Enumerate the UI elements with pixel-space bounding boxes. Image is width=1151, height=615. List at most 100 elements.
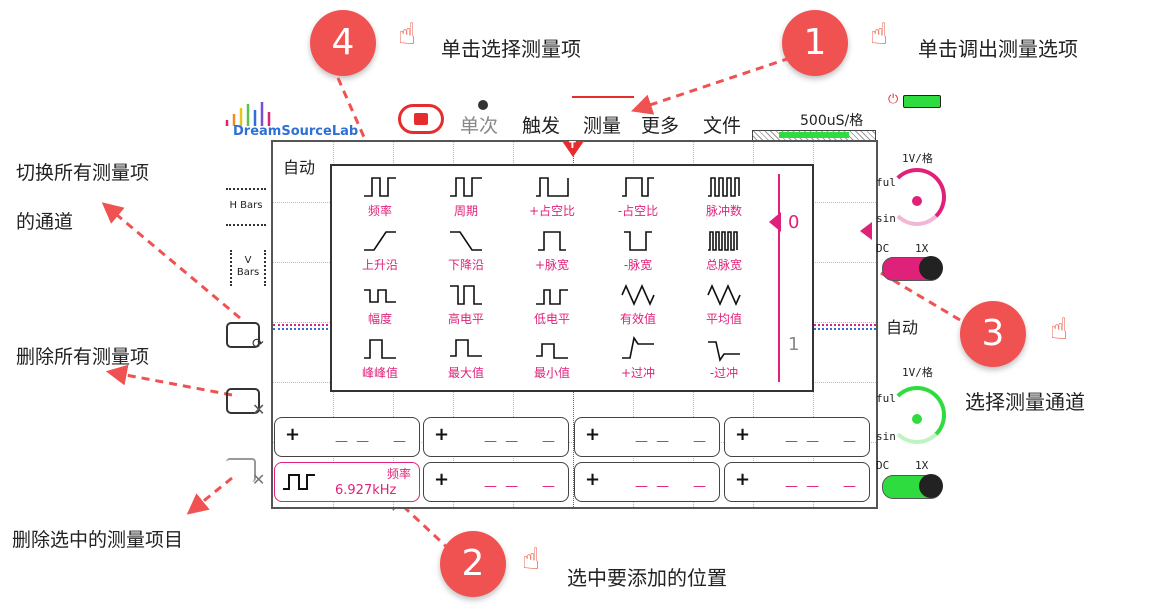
measure-option-4[interactable]: -占空比 [596,174,680,218]
measure-option-8[interactable]: +脉宽 [510,228,594,272]
measure-option-16[interactable]: 峰峰值 [338,336,422,380]
delete-all-button[interactable]: ✕ [226,388,266,419]
measure-option-13[interactable]: 低电平 [510,282,594,326]
measure-option-label: 总脉宽 [705,258,742,272]
measure-option-1[interactable]: 频率 [338,174,422,218]
measure-slot-selected[interactable]: 频率 6.927kHz [274,462,420,502]
callout-badge-4: 4 [310,10,376,76]
measure-option-19[interactable]: +过冲 [596,335,680,380]
trigger-position-marker[interactable] [562,141,584,157]
measure-option-label: -占空比 [617,204,659,218]
refresh-icon: ⟳ [252,336,264,352]
menu-file[interactable]: 文件 [703,115,742,137]
square-wave-icon [364,177,396,197]
high-level-icon [450,285,482,305]
measure-option-label: 下降沿 [447,258,484,272]
measure-option-10[interactable]: 总脉宽 [682,228,766,272]
channel-selector[interactable]: 0 1 [778,174,806,382]
measure-slot-7[interactable]: + — —— [574,462,720,502]
time-overview-window [779,132,849,138]
measure-option-3[interactable]: +占空比 [510,174,594,218]
vbars-label-1: V [244,255,252,266]
rms-icon [621,284,655,306]
ch0-enable-toggle[interactable] [882,256,943,281]
ch1-scale-knob[interactable] [888,386,946,444]
ch1-scale-label: 1V/格 [902,366,933,379]
stop-icon [414,113,428,125]
menu-measure[interactable]: 测量 [583,115,622,137]
pos-overshoot-icon [622,335,654,359]
measure-option-label: +过冲 [620,366,656,380]
arrow-1 [631,56,791,115]
battery-icon [903,95,941,108]
measure-slot-3[interactable]: + — —— [574,417,720,457]
ch0-scale-knob[interactable] [888,168,946,226]
channel-1-option[interactable]: 1 [788,334,800,355]
pos-width-icon [538,231,566,251]
add-icon: + [585,469,601,490]
single-indicator-dot [478,100,488,110]
menu-more[interactable]: 更多 [641,115,680,137]
timebase-label[interactable]: 500uS/格 [800,113,864,129]
measure-option-label: -过冲 [709,366,739,380]
measure-slot-4[interactable]: + — —— [724,417,870,457]
hand-pointer-icon: ☝ [870,17,889,52]
channel-0-option[interactable]: 0 [788,212,800,233]
add-icon: + [585,424,601,445]
ch1-enable-toggle[interactable] [882,474,943,499]
annotation-switch-channel-line2: 的通道 [16,211,74,233]
measure-option-2[interactable]: 周期 [424,174,508,218]
measure-option-7[interactable]: 下降沿 [424,228,508,272]
logo-text: DreamSourceLab [233,124,359,139]
hand-pointer-icon: ☝ [1050,312,1069,347]
measure-option-label: 高电平 [447,312,484,326]
measure-slot-6[interactable]: + — —— [423,462,569,502]
measure-option-label: +占空比 [528,204,576,218]
measure-slot-2[interactable]: + — —— [423,417,569,457]
measure-option-label: 平均值 [705,312,742,326]
vbars-button[interactable]: V Bars [230,250,266,286]
measure-option-5[interactable]: 脉冲数 [682,174,766,218]
measure-option-14[interactable]: 有效值 [596,282,680,326]
callout-badge-1: 1 [782,10,848,76]
ch1-sin-label: sin [876,430,896,443]
measure-option-15[interactable]: 平均值 [682,282,766,326]
period-wave-icon [450,177,482,197]
callout-text-1: 单击调出测量选项 [918,37,1078,61]
switch-channel-button[interactable]: ⟳ [226,322,266,352]
callout-text-2: 选中要添加的位置 [567,566,727,590]
add-icon: + [434,424,450,445]
delete-selected-button[interactable]: ✕ [226,458,266,489]
max-icon [450,339,482,357]
ch0-offset-marker[interactable] [860,222,872,240]
channel-pointer-icon [769,212,781,232]
measure-slot-8[interactable]: + — —— [724,462,870,502]
measure-option-label: 最小值 [533,366,570,380]
measure-option-6[interactable]: 上升沿 [338,228,422,272]
close-icon: ✕ [252,400,266,419]
measure-option-18[interactable]: 最小值 [510,336,594,380]
run-stop-button[interactable] [398,104,444,134]
ch0-dc-label: DC [876,242,890,255]
menu-single[interactable]: 单次 [460,115,499,137]
measure-option-label: 最大值 [447,366,484,380]
add-icon: + [285,424,301,445]
min-icon [536,343,568,359]
hbars-button[interactable]: H Bars [226,188,266,226]
selected-measure-value: 6.927kHz [335,483,397,498]
menu-trigger[interactable]: 触发 [522,115,561,137]
measure-option-11[interactable]: 幅度 [338,282,422,326]
measure-option-label: 有效值 [619,312,656,326]
measure-option-9[interactable]: -脉宽 [596,228,680,272]
amplitude-icon [364,289,396,303]
measure-option-label: 上升沿 [361,258,398,272]
measure-slot-1[interactable]: + — —— [274,417,420,457]
measure-option-20[interactable]: -过冲 [682,336,766,380]
measure-option-17[interactable]: 最大值 [424,336,508,380]
measure-option-12[interactable]: 高电平 [424,282,508,326]
low-level-icon [536,289,568,305]
pos-duty-icon [536,177,569,197]
ch0-auto-button[interactable]: 自动 [886,318,919,337]
menu-active-underline [572,96,634,98]
power-icon: ⏻ [888,92,899,107]
